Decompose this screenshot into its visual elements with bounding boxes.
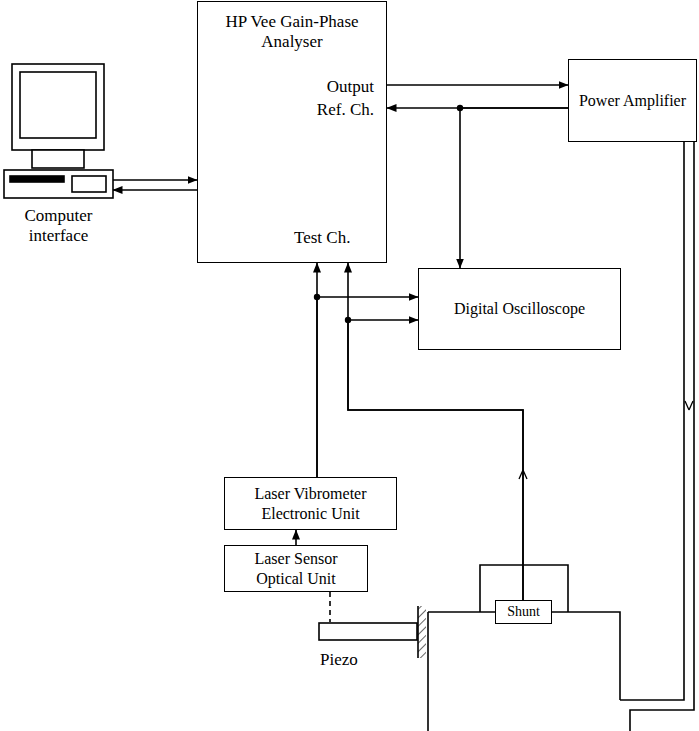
piezo-beam <box>318 622 418 642</box>
signal-connector <box>317 297 418 477</box>
signal-connector <box>295 530 297 545</box>
node-label: HP Vee Gain-Phase Analyser <box>208 12 376 53</box>
node-label: Shunt <box>507 604 540 621</box>
signal-connector <box>348 320 523 600</box>
sensor-box: Laser Sensor Optical Unit <box>224 545 368 592</box>
node-label: Laser Sensor Optical Unit <box>231 549 361 587</box>
computer-icon: Computer interface <box>2 62 115 247</box>
shunt-box: Shunt <box>495 600 552 624</box>
node-label: Power Amplifier <box>579 91 686 110</box>
signal-connector <box>113 189 197 191</box>
signal-connector <box>329 592 331 622</box>
node-label: Test Ch. <box>294 228 350 248</box>
analyser-box: HP Vee Gain-Phase AnalyserOutputRef. Ch.… <box>197 1 387 263</box>
node-label: Laser Vibrometer Electronic Unit <box>231 484 390 522</box>
computer-icon <box>2 62 115 202</box>
node-label: Piezo <box>320 650 358 670</box>
oscilloscope-box: Digital Oscilloscope <box>418 268 621 350</box>
signal-connector <box>113 179 197 181</box>
circuit-wires <box>428 142 694 731</box>
clamp-hatch <box>418 606 426 658</box>
node-label: Computer interface <box>2 206 115 247</box>
node-label: Ref. Ch. <box>317 100 374 120</box>
signal-connector <box>460 108 568 268</box>
signal-connector <box>387 84 568 86</box>
piezo-beam: Piezo <box>318 622 418 684</box>
node-label: Digital Oscilloscope <box>454 299 585 318</box>
vibrometer-box: Laser Vibrometer Electronic Unit <box>224 477 397 530</box>
amplifier-box: Power Amplifier <box>568 59 697 142</box>
node-label: Output <box>327 77 374 97</box>
